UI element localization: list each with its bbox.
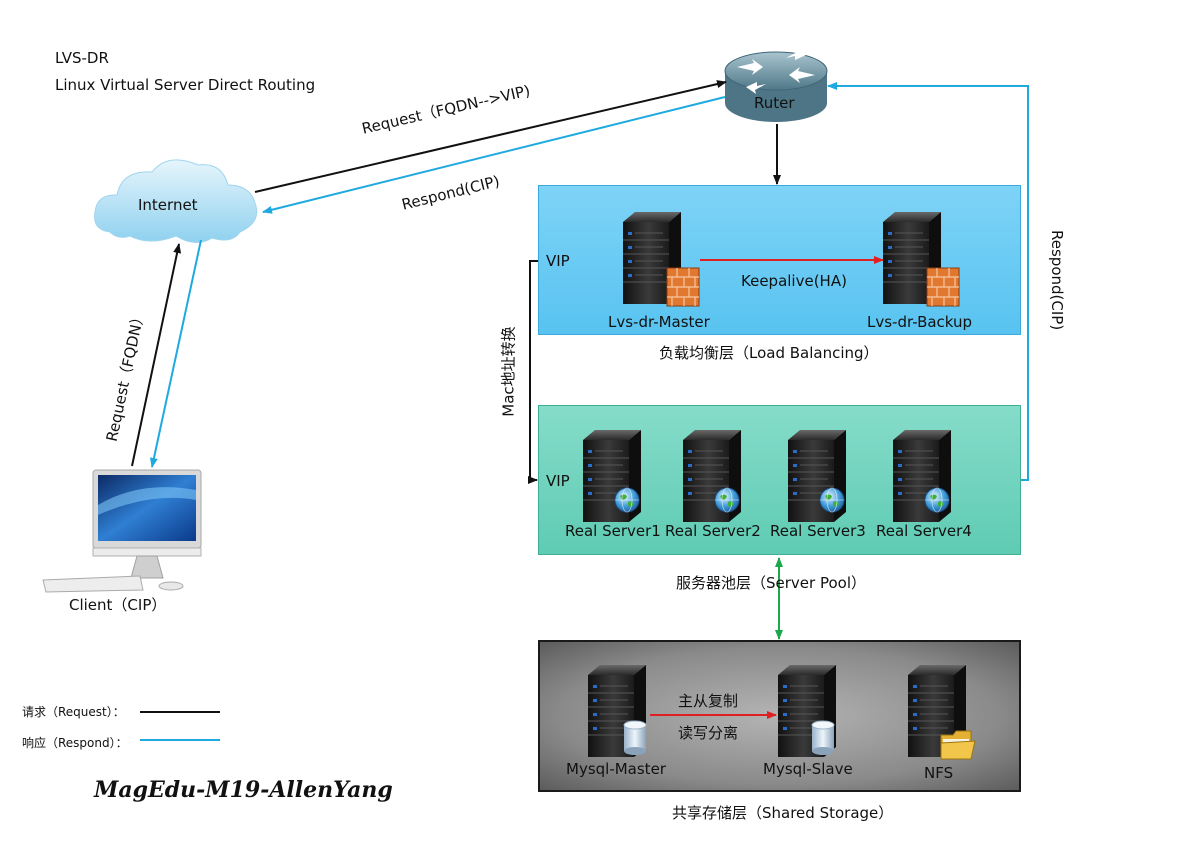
legend-request-label: 请求（Request）：	[22, 705, 125, 719]
load-balancing-caption: 负载均衡层（Load Balancing）	[659, 344, 879, 362]
replication-label-top: 主从复制	[678, 692, 739, 710]
real-server3-icon	[787, 429, 847, 523]
pool-vip-label: VIP	[546, 472, 570, 490]
client-label: Client（CIP）	[69, 596, 167, 614]
lvs-backup-server-icon	[882, 211, 960, 307]
router-label: Ruter	[754, 94, 795, 112]
mac-translation-label: Mac地址转换	[499, 326, 518, 417]
mac-translation-line	[528, 260, 538, 484]
real-server-label: Real Server4	[876, 522, 972, 540]
client-computer-icon	[42, 469, 202, 593]
nfs-label: NFS	[924, 764, 954, 782]
respond-line-internet-client	[149, 239, 202, 468]
mysql-master-label: Mysql-Master	[566, 760, 666, 778]
server-pool-caption: 服务器池层（Server Pool）	[676, 574, 866, 592]
mysql-master-server-icon	[587, 664, 647, 758]
author-signature: MagEdu-M19-AllenYang	[94, 777, 393, 803]
mysql-slave-server-icon	[777, 664, 837, 758]
shared-storage-caption: 共享存储层（Shared Storage）	[672, 804, 894, 822]
internet-cloud-icon	[94, 159, 258, 243]
lvs-backup-label: Lvs-dr-Backup	[867, 313, 973, 331]
diagram-title: LVS-DR	[55, 49, 109, 67]
real-server1-icon	[582, 429, 642, 523]
lb-vip-label: VIP	[546, 252, 570, 270]
lvs-master-label: Lvs-dr-Master	[608, 313, 710, 331]
router-icon	[724, 48, 828, 122]
folder-icon	[940, 730, 976, 760]
replication-label-bottom: 读写分离	[678, 724, 739, 742]
real-server-label: Real Server3	[770, 522, 866, 540]
lvs-master-server-icon	[622, 211, 700, 307]
real-server-label: Real Server2	[665, 522, 761, 540]
respond-pool-router-label: Respond(CIP)	[1048, 230, 1066, 331]
respond-line-router-internet	[262, 96, 726, 214]
mysql-slave-label: Mysql-Slave	[763, 760, 853, 778]
real-server-label: Real Server1	[565, 522, 661, 540]
request-line-client-internet	[131, 243, 182, 467]
diagram-subtitle: Linux Virtual Server Direct Routing	[55, 76, 316, 94]
real-server2-icon	[682, 429, 742, 523]
respond-line-pool-router	[827, 82, 1029, 481]
real-server4-icon	[892, 429, 952, 523]
request-line-internet-router	[254, 80, 727, 193]
nfs-server-icon	[907, 664, 976, 760]
internet-label: Internet	[138, 196, 198, 214]
legend-respond-label: 响应（Respond）：	[22, 736, 128, 750]
keepalive-label: Keepalive(HA)	[741, 272, 847, 290]
